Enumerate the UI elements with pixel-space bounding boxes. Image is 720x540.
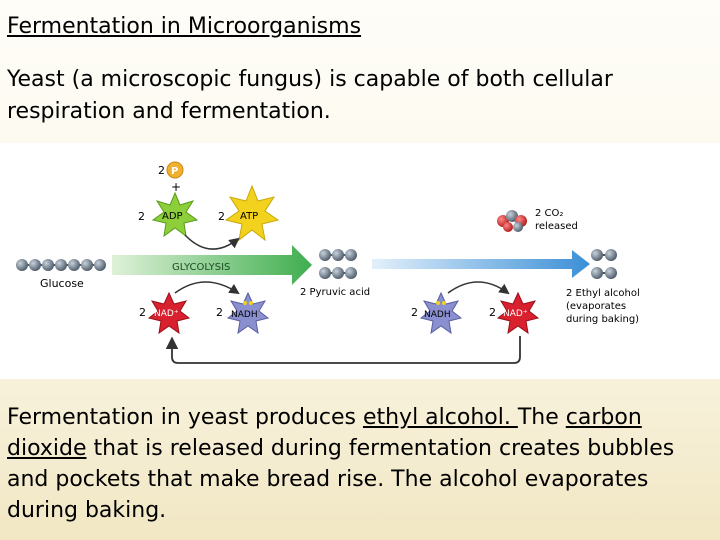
nad-right-label: NAD⁺ (503, 309, 528, 319)
glycolysis-label: GLYCOLYSIS (172, 262, 230, 273)
nadh-left-label: NADH (231, 310, 258, 320)
nadh-right-label: NADH (424, 310, 451, 320)
nadh-right-coef: 2 (411, 306, 418, 319)
nadh-to-nad-arrow (448, 282, 508, 293)
atp-coef: 2 (218, 210, 225, 223)
atp-label: ATP (240, 211, 258, 222)
caption-part-2: The (518, 405, 566, 430)
ethyl-baking-label: during baking) (566, 314, 639, 325)
phosphate-group: 2 P + (158, 162, 183, 194)
nad-right-group: 2 NAD⁺ (489, 293, 538, 333)
nad-right-coef: 2 (489, 306, 496, 319)
nad-left-coef: 2 (139, 306, 146, 319)
ethyl-alcohol-molecules (591, 249, 617, 279)
pyruvic-acid-label: 2 Pyruvic acid (300, 287, 370, 298)
nad-left-group: 2 NAD⁺ (139, 293, 189, 333)
glucose-molecule (16, 259, 106, 271)
co2-label: 2 CO₂ (535, 208, 563, 219)
slide-title: Fermentation in Microorganisms (7, 14, 361, 39)
intro-text: Yeast (a microscopic fungus) is capable … (7, 64, 707, 128)
adp-group: 2 ADP (138, 193, 197, 236)
ethyl-evaporates-label: (evaporates (566, 301, 626, 312)
nadh-right-group: 2 NADH (411, 293, 461, 333)
fermentation-diagram: 2 P + 2 ADP 2 ATP G (0, 143, 720, 379)
nadh-left-group: 2 NADH (216, 293, 268, 333)
atp-group: 2 ATP (218, 186, 278, 240)
phosphate-coef: 2 (158, 164, 165, 177)
pyruvic-acid-molecules (319, 249, 357, 279)
glucose-label: Glucose (40, 277, 84, 290)
plus-sign: + (171, 180, 181, 194)
adp-label: ADP (162, 211, 183, 222)
phosphate-symbol: P (171, 166, 178, 177)
nad-to-nadh-arrow (175, 282, 238, 293)
nad-left-label: NAD⁺ (154, 309, 179, 319)
caption-text: Fermentation in yeast produces ethyl alc… (7, 402, 713, 526)
adp-to-atp-arrow (185, 235, 238, 249)
co2-released-label: released (535, 221, 578, 232)
caption-part-1: Fermentation in yeast produces (7, 405, 363, 430)
ethyl-alcohol-term: ethyl alcohol. (363, 405, 518, 430)
fermentation-arrow (372, 250, 590, 278)
adp-coef: 2 (138, 210, 145, 223)
caption-part-3: that is released during fermentation cre… (7, 436, 674, 523)
nadh-left-coef: 2 (216, 306, 223, 319)
co2-molecules (497, 210, 527, 232)
ethyl-alcohol-label: 2 Ethyl alcohol (566, 288, 640, 299)
nad-recycle-arrow (172, 336, 520, 363)
